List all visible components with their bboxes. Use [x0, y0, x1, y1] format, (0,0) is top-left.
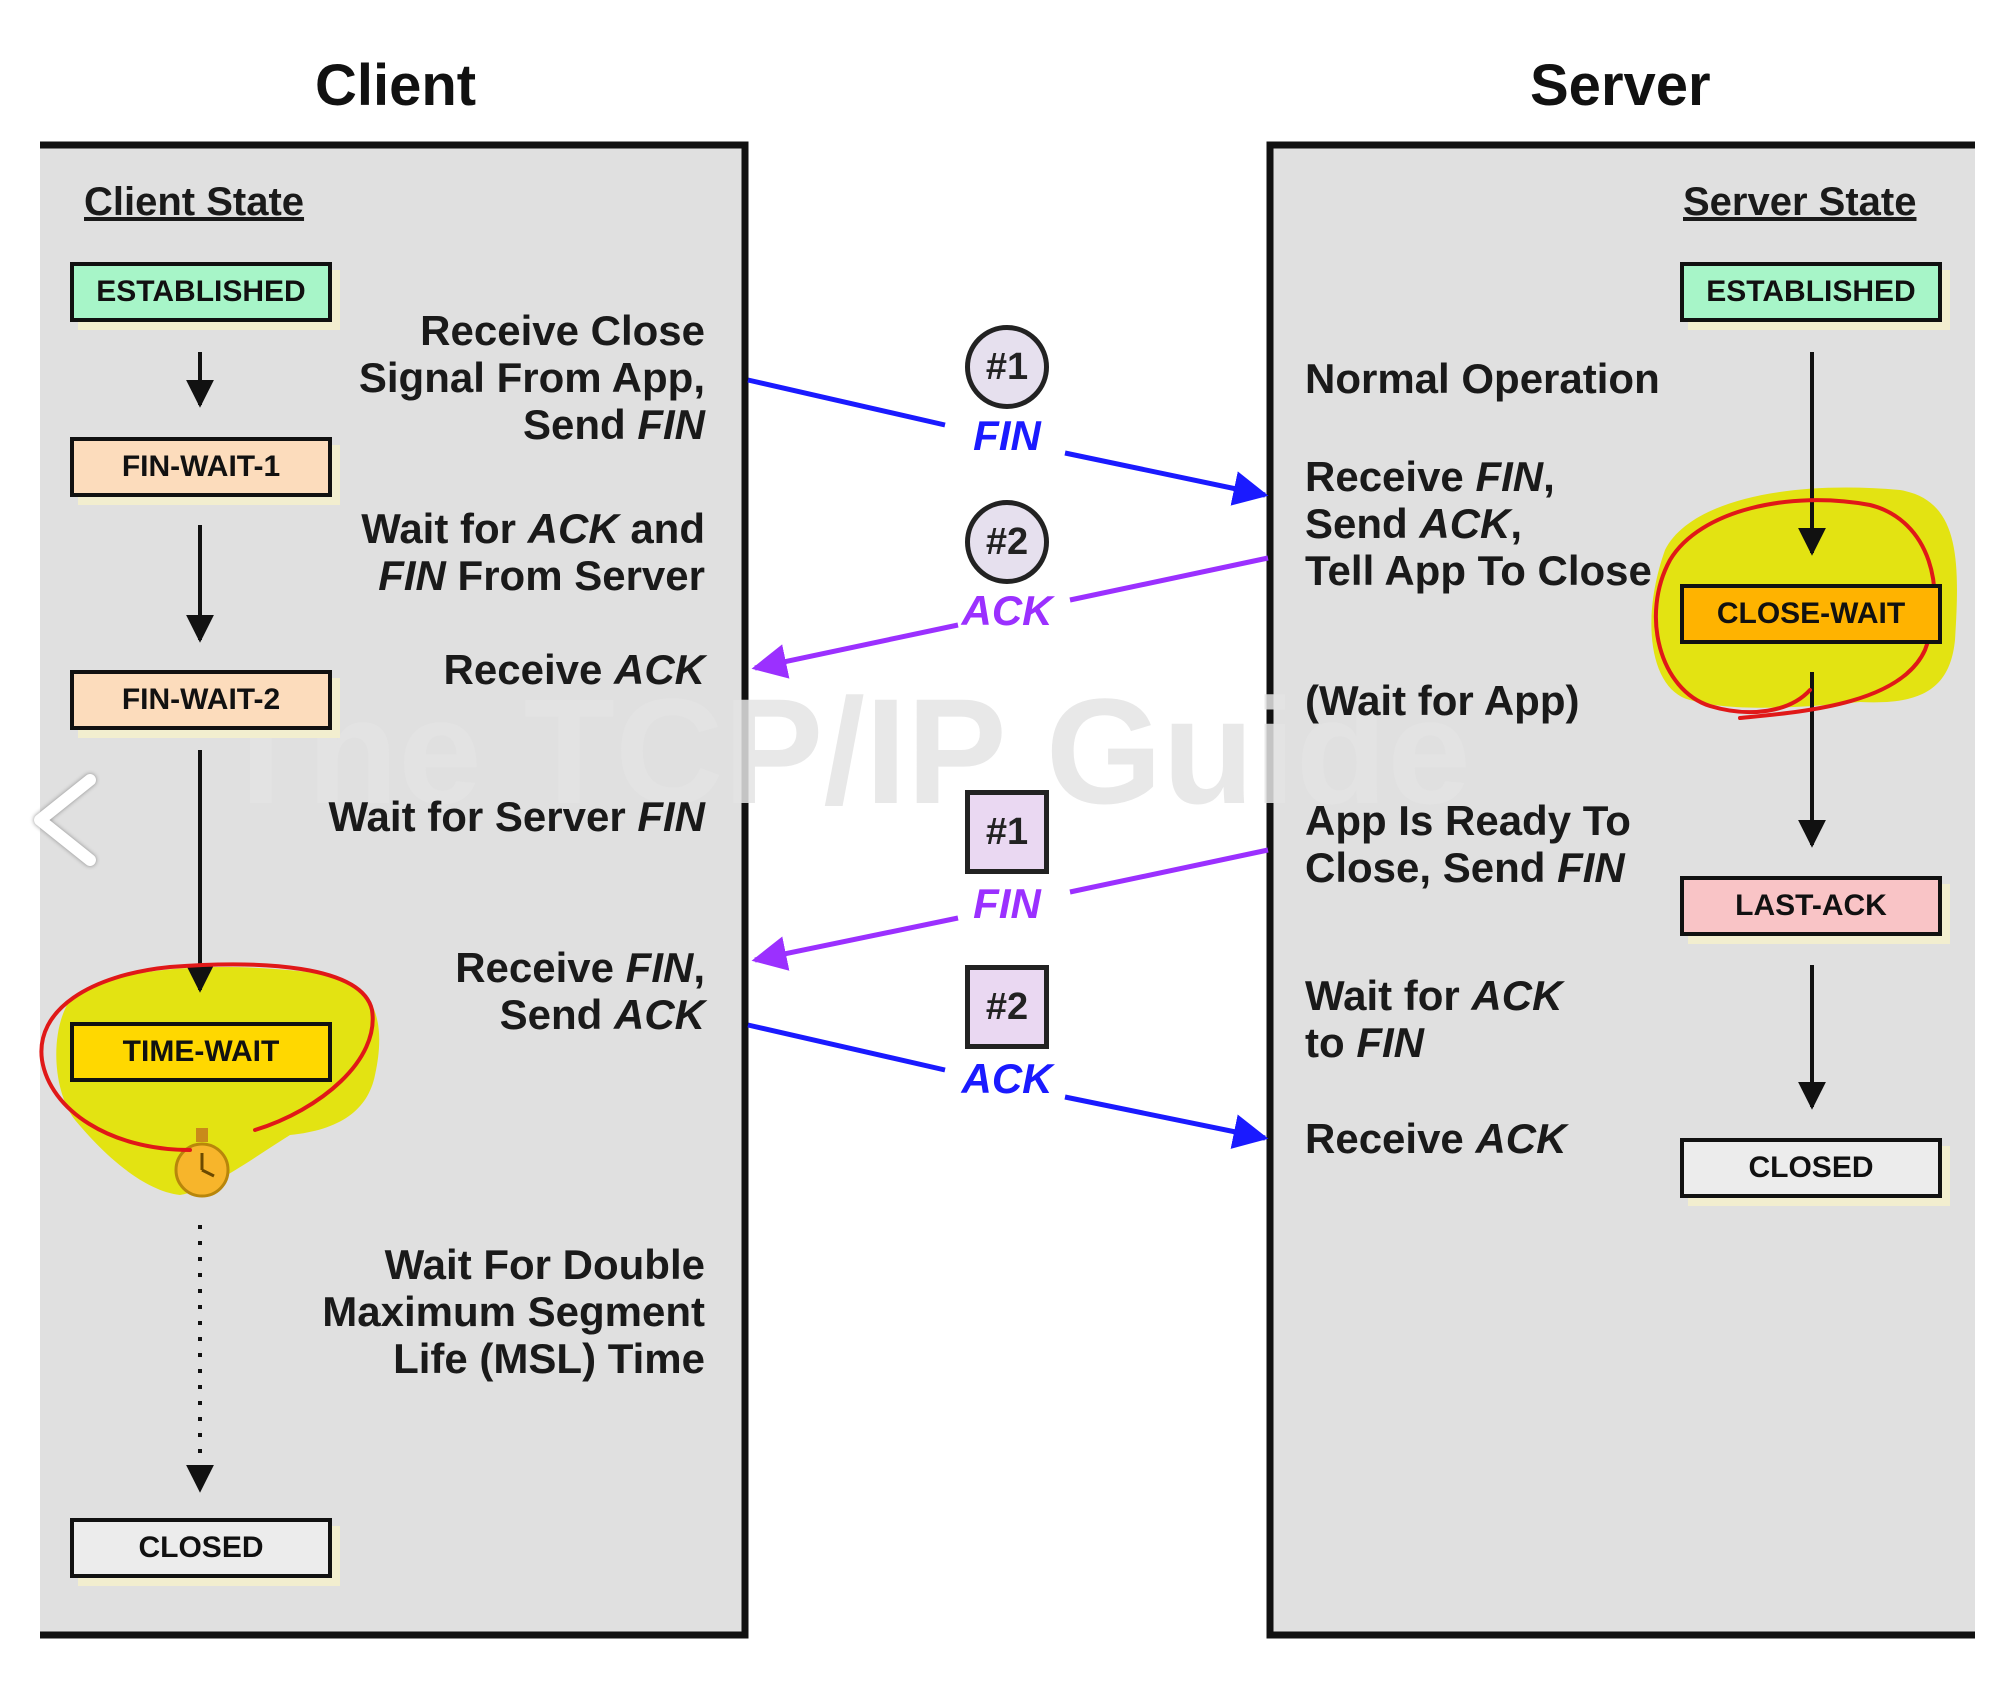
message-2-badge: #2 — [965, 500, 1049, 584]
msg2-line-b — [751, 622, 959, 679]
server-note-receive-ack: Receive ACK — [1305, 1115, 1566, 1162]
server-state-last-ack: LAST-ACK — [1680, 876, 1942, 936]
msg3-line-a — [1069, 847, 1269, 895]
server-note-normal-operation: Normal Operation — [1305, 355, 1660, 402]
note-line: Wait For Double — [384, 1241, 705, 1288]
time-wait-annotation — [39, 962, 375, 1152]
note-line: Wait for ACK and — [361, 505, 705, 552]
client-panel-border — [40, 141, 749, 1639]
message-4-badge: #2 — [965, 965, 1049, 1049]
note-line: Receive FIN, — [1305, 453, 1555, 500]
server-state-established: ESTABLISHED — [1680, 262, 1942, 322]
chevron-left-icon[interactable] — [34, 774, 96, 866]
client-note-wait-server-fin: Wait for Server FIN — [328, 793, 705, 840]
note-line: Send FIN — [522, 401, 705, 448]
note-line: Maximum Segment — [322, 1288, 705, 1335]
message-4-label: ACK — [961, 1055, 1053, 1102]
server-state-closed: CLOSED — [1680, 1138, 1942, 1198]
server-state-close-wait: CLOSE-WAIT — [1680, 584, 1942, 644]
client-state-established: ESTABLISHED — [70, 262, 332, 322]
stopwatch-icon — [174, 1128, 230, 1198]
server-state-heading: Server State — [1683, 180, 1917, 224]
client-title: Client — [315, 53, 477, 118]
note-line: Receive Close — [420, 307, 705, 354]
client-state-heading: Client State — [84, 180, 305, 224]
note-line: Signal From App, — [358, 354, 705, 401]
message-2-label: ACK — [961, 587, 1053, 634]
client-state-fin-wait-2: FIN-WAIT-2 — [70, 670, 332, 730]
msg4-line-b — [1064, 1094, 1269, 1149]
client-state-time-wait: TIME-WAIT — [70, 1022, 332, 1082]
note-line: Normal Operation — [1305, 355, 1660, 402]
server-title: Server — [1530, 53, 1711, 118]
server-panel-border — [1266, 141, 1975, 1639]
note-line: FIN From Server — [378, 552, 705, 599]
client-panel — [40, 145, 745, 1635]
note-line: Receive FIN, — [455, 944, 705, 991]
msg4-line-a — [747, 1022, 946, 1073]
msg3-line-b — [751, 915, 959, 971]
note-line: App Is Ready To — [1305, 797, 1631, 844]
client-note-receive-ack: Receive ACK — [444, 646, 705, 693]
note-line: to FIN — [1305, 1019, 1424, 1066]
client-state-closed: CLOSED — [70, 1518, 332, 1578]
note-line: (Wait for App) — [1305, 677, 1580, 724]
msg1-line-b — [1064, 450, 1269, 506]
watermark-text: The TCP/IP Guide — [215, 667, 1471, 835]
note-line: Wait for ACK — [1305, 972, 1563, 1019]
message-3-badge: #1 — [965, 790, 1049, 874]
client-state-fin-wait-1: FIN-WAIT-1 — [70, 437, 332, 497]
close-wait-annotation — [1654, 498, 1937, 720]
note-line: Close, Send FIN — [1305, 844, 1625, 891]
note-line: Wait for Server FIN — [328, 793, 705, 840]
server-note-wait-app: (Wait for App) — [1305, 677, 1579, 724]
message-3-label: FIN — [973, 880, 1041, 927]
note-line: Life (MSL) Time — [393, 1335, 705, 1382]
note-line: Tell App To Close — [1305, 547, 1652, 594]
message-1-badge: #1 — [965, 325, 1049, 409]
note-line: Send ACK — [499, 991, 705, 1038]
message-1-label: FIN — [973, 412, 1041, 459]
client-note-receive-fin: Receive FIN,Send ACK — [455, 944, 705, 1038]
note-line: Send ACK, — [1305, 500, 1523, 547]
note-line: Receive ACK — [443, 646, 705, 693]
note-line: Receive ACK — [1305, 1115, 1567, 1162]
server-note-receive-fin: Receive FIN,Send ACK,Tell App To Close — [1305, 453, 1652, 594]
msg2-line-a — [1069, 555, 1269, 603]
msg1-line-a — [747, 377, 946, 428]
